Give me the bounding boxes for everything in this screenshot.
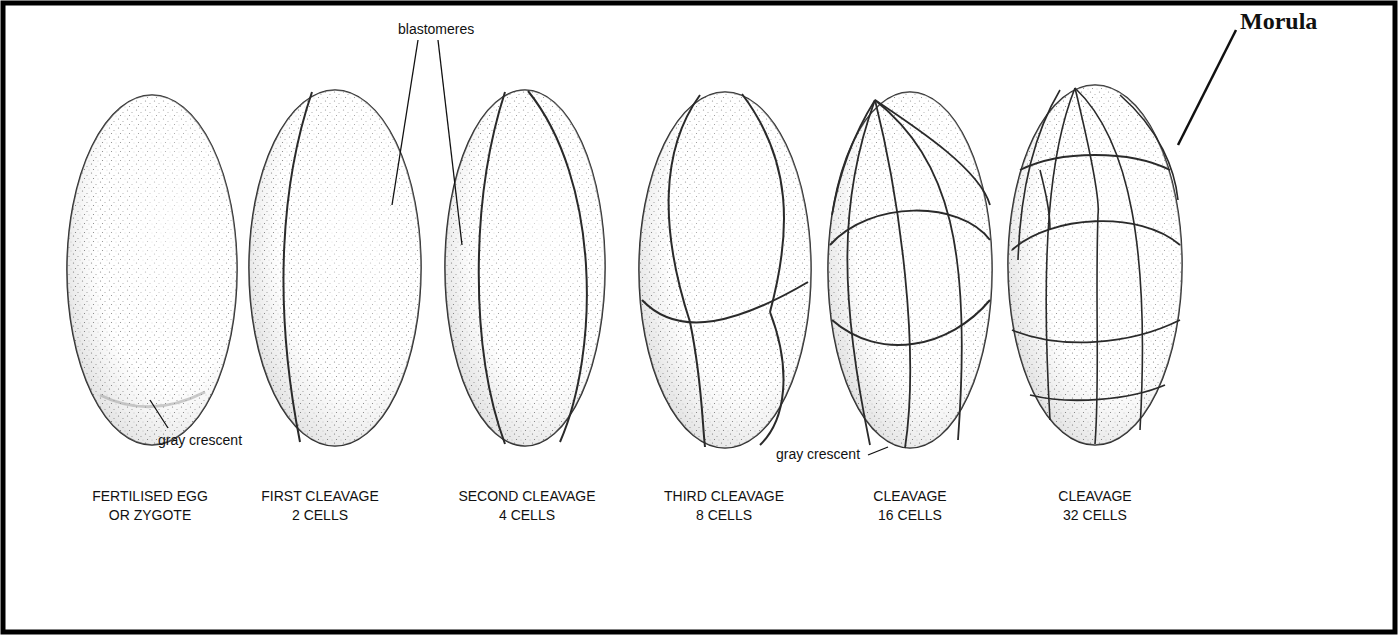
stage-caption: CLEAVAGE 16 CELLS [866,487,954,525]
gray-crescent-label: gray crescent [776,445,860,464]
frame [3,3,1395,632]
stage-caption: FERTILISED EGG OR ZYGOTE [88,487,212,525]
eggs [67,85,1182,448]
blastomere-label: blastomeres [398,20,474,39]
stage-caption: FIRST CLEAVAGE 2 CELLS [257,487,383,525]
stage-caption: THIRD CLEAVAGE 8 CELLS [659,487,789,525]
leader-lines [150,30,1236,455]
stage-caption: SECOND CLEAVAGE 4 CELLS [454,487,600,525]
gray-crescent-label: gray crescent [158,431,242,450]
stage-label-title: Morula [1240,8,1317,34]
stage-caption: CLEAVAGE 32 CELLS [1051,487,1139,525]
